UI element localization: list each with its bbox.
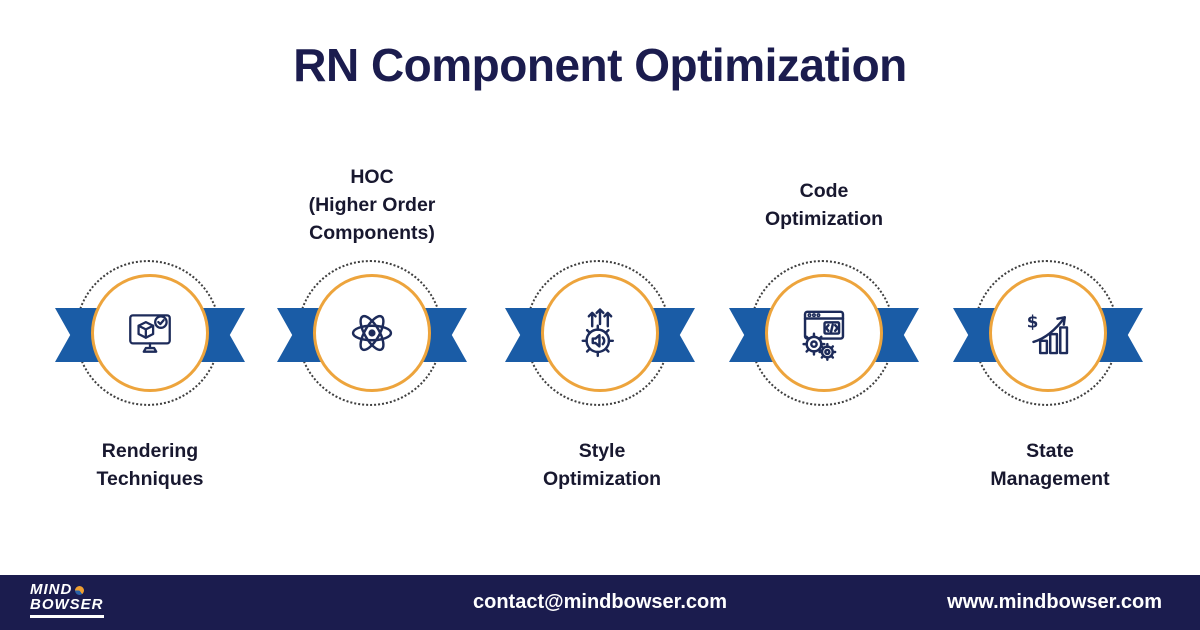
label-hoc: HOC (Higher Order Components) (308, 166, 436, 244)
label-code-optimization: Code Optimization (764, 180, 884, 230)
icon-circle (541, 274, 659, 392)
logo-line2: BOWSER (30, 596, 104, 613)
react-atom-icon (343, 304, 401, 362)
icon-circle (765, 274, 883, 392)
label-rendering-techniques: Rendering Techniques (96, 440, 204, 490)
badge-rendering-techniques (55, 260, 245, 410)
contact-email-link[interactable]: contact@mindbowser.com (473, 591, 727, 613)
svg-text:$: $ (1027, 311, 1039, 331)
label-state-management: State Management (990, 440, 1110, 490)
footer-bar: MIND BOWSER contact@mindbowser.com www.m… (0, 575, 1200, 630)
gear-up-arrows-icon (571, 304, 629, 362)
label-style-optimization: Style Optimization (542, 440, 662, 490)
icon-circle (313, 274, 431, 392)
logo-dot-icon (75, 585, 85, 595)
badge-hoc (277, 260, 467, 410)
website-link[interactable]: www.mindbowser.com (947, 591, 1162, 613)
page-title: RN Component Optimization (293, 39, 907, 91)
badge-style-optimization (505, 260, 695, 410)
icon-circle (91, 274, 209, 392)
monitor-render-icon (123, 306, 177, 360)
mindbowser-logo: MIND BOWSER (30, 582, 104, 618)
growth-chart-dollar-icon: $ (1019, 304, 1077, 362)
icon-circle: $ (989, 274, 1107, 392)
logo-underline (30, 615, 104, 618)
code-window-gears-icon (795, 304, 853, 362)
logo-line1: MIND (30, 581, 73, 598)
badge-code-optimization (729, 260, 919, 410)
badge-state-management: $ (953, 260, 1143, 410)
